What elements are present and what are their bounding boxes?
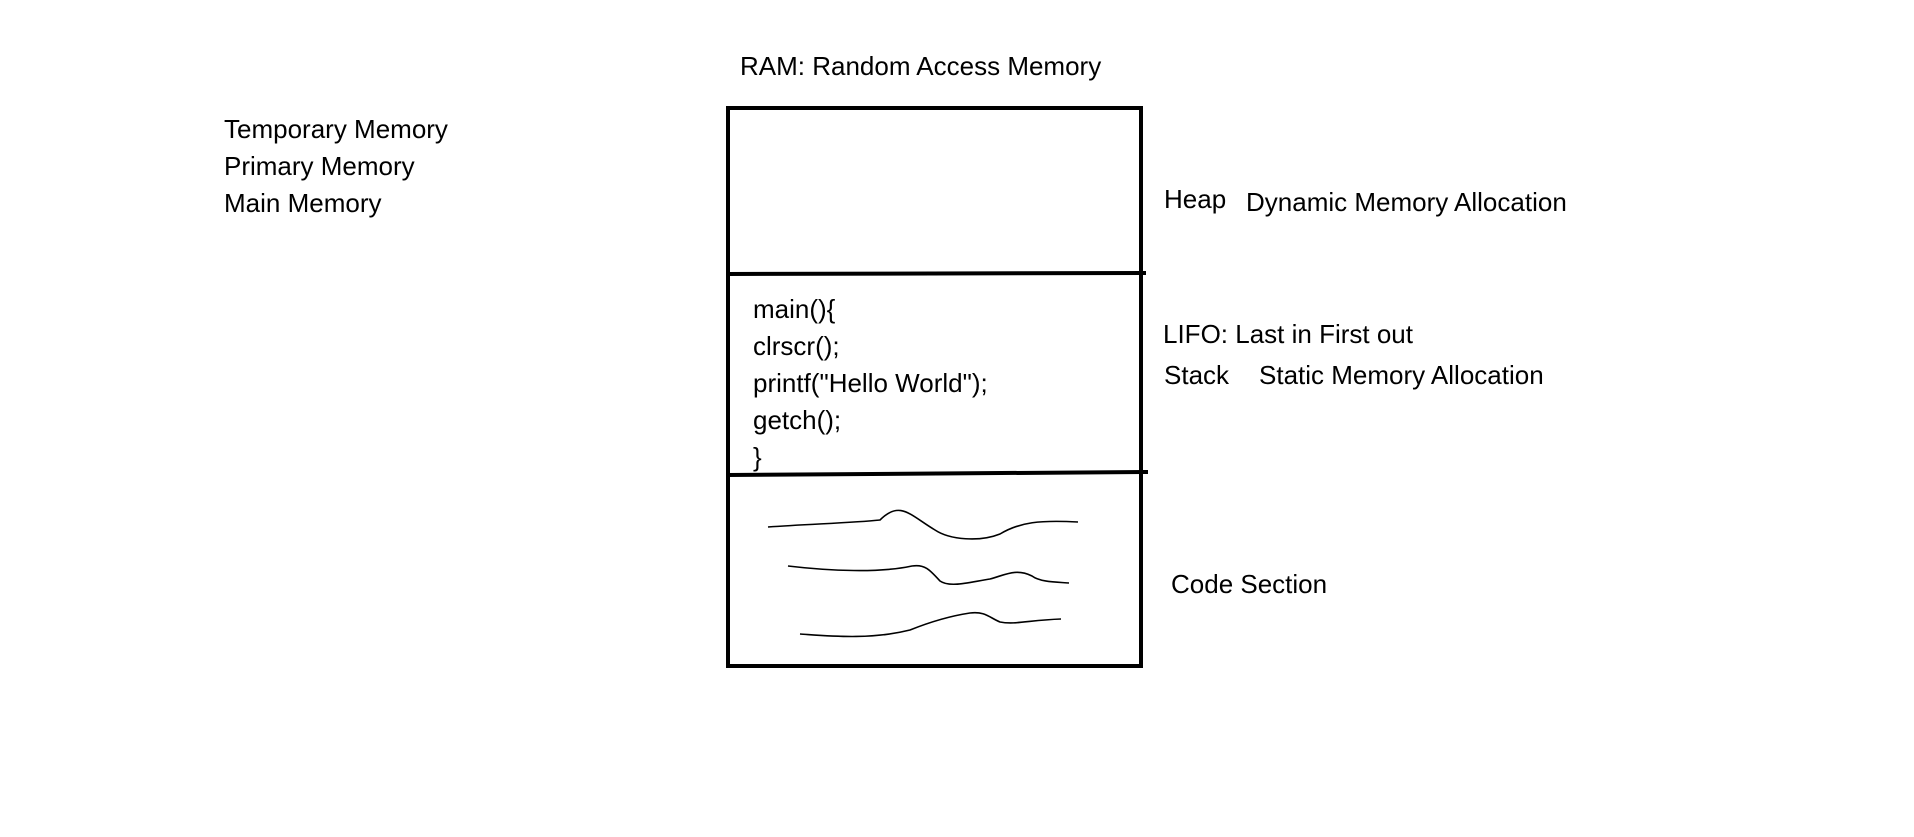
code-scribble-1 [767,509,1079,540]
memory-names-list: Temporary Memory Primary Memory Main Mem… [224,111,448,222]
stack-code-block: main(){ clrscr(); printf("Hello World");… [753,291,988,476]
code-section-label: Code Section [1171,569,1328,599]
code-line: getch(); [753,405,842,435]
code-line: main(){ [753,294,836,324]
code-line: clrscr(); [753,331,840,361]
code-line: printf("Hello World"); [753,368,988,398]
memory-name-item: Primary Memory [224,151,415,181]
code-scribble-3 [799,611,1062,638]
heap-stack-divider [727,271,1147,276]
heap-description: Dynamic Memory Allocation [1246,187,1567,217]
stack-description: Static Memory Allocation [1259,360,1544,390]
memory-name-item: Main Memory [224,188,382,218]
memory-name-item: Temporary Memory [224,114,448,144]
heap-label: Heap [1164,184,1227,214]
diagram-title: RAM: Random Access Memory [740,51,1102,81]
stack-label: Stack [1164,360,1230,390]
code-scribble-2 [787,564,1070,586]
stack-order-note: LIFO: Last in First out [1163,319,1413,349]
code-line: } [753,442,762,472]
